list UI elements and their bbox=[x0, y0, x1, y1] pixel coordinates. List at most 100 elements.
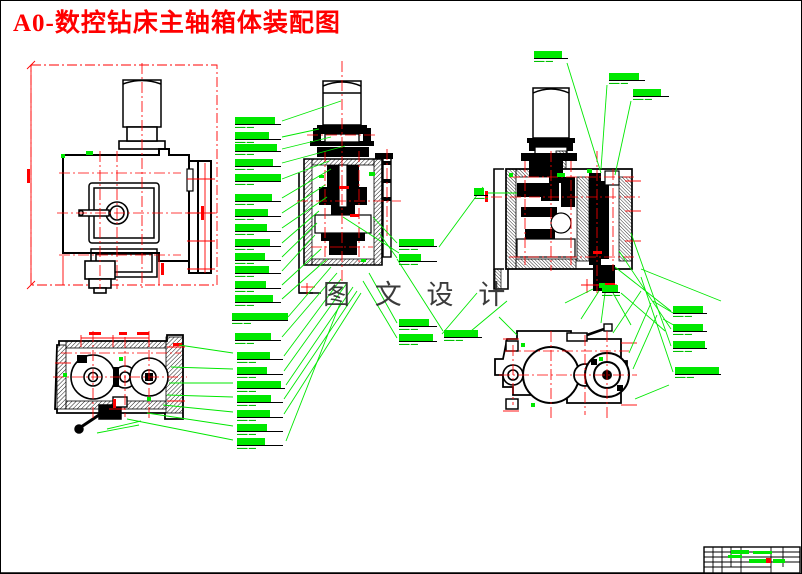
label-code-text: ▬▬▬–▬▬ bbox=[534, 59, 553, 63]
label-redaction-block bbox=[235, 132, 269, 139]
housing-plan-view bbox=[494, 290, 670, 419]
label-underline bbox=[534, 58, 568, 59]
label-code-text: ▬▬▬–▬▬ bbox=[235, 232, 254, 236]
part-callout-label: ▬▬▬–▬▬ bbox=[237, 395, 283, 407]
label-redaction-block bbox=[235, 295, 273, 302]
label-underline bbox=[232, 320, 288, 321]
label-code-text: ▬▬▬–▬▬ bbox=[232, 321, 251, 325]
label-redaction-block bbox=[534, 51, 562, 58]
label-underline bbox=[444, 337, 482, 338]
label-underline bbox=[235, 302, 281, 303]
label-code-text: ▬▬▬–▬▬ bbox=[675, 375, 694, 379]
part-callout-label: ▬▬▬–▬▬ bbox=[235, 224, 281, 236]
label-redaction-block bbox=[609, 73, 639, 80]
label-underline bbox=[235, 166, 281, 167]
label-underline bbox=[237, 359, 283, 360]
label-redaction-block bbox=[235, 333, 271, 340]
label-redaction-block bbox=[235, 209, 268, 216]
label-code-text: ▬▬▬–▬▬ bbox=[474, 196, 488, 200]
label-underline bbox=[235, 139, 281, 140]
front-outline-view bbox=[26, 60, 218, 294]
title-block-redaction bbox=[753, 551, 772, 554]
part-callout-label: ▬▬▬–▬▬ bbox=[673, 341, 707, 353]
label-code-text: ▬▬▬–▬▬ bbox=[399, 342, 418, 346]
part-callout-label: ▬▬▬–▬▬ bbox=[235, 209, 281, 221]
label-underline bbox=[235, 340, 281, 341]
label-redaction-block bbox=[232, 313, 288, 320]
title-block-red-mark bbox=[766, 558, 771, 563]
label-underline bbox=[235, 124, 281, 125]
label-code-text: ▬▬▬–▬▬ bbox=[235, 202, 254, 206]
label-code-text: ▬▬▬–▬▬ bbox=[235, 289, 254, 293]
label-redaction-block bbox=[399, 319, 429, 326]
part-callout-label: ▬▬▬–▬▬ bbox=[235, 159, 281, 171]
label-redaction-block bbox=[399, 254, 421, 261]
label-redaction-block bbox=[474, 188, 484, 195]
label-redaction-block bbox=[235, 194, 272, 201]
title-block-redaction bbox=[728, 555, 742, 558]
label-code-text: ▬▬▬–▬▬ bbox=[237, 360, 256, 364]
part-callout-label: ▬▬▬–▬▬ bbox=[235, 333, 281, 345]
label-underline bbox=[235, 231, 281, 232]
part-callout-label: ▬▬▬–▬▬ bbox=[675, 367, 721, 379]
drawing-title: A0-数控钻床主轴箱体装配图 bbox=[13, 10, 341, 37]
label-redaction-block bbox=[237, 410, 270, 417]
part-callout-label: ▬▬▬–▬▬ bbox=[237, 410, 283, 422]
label-redaction-block bbox=[673, 324, 703, 331]
label-redaction-block bbox=[602, 285, 618, 292]
label-code-text: ▬▬▬–▬▬ bbox=[237, 418, 256, 422]
label-code-text: ▬▬▬–▬▬ bbox=[673, 332, 692, 336]
label-code-text: ▬▬▬–▬▬ bbox=[235, 182, 254, 186]
drawing-title-block bbox=[704, 547, 800, 573]
part-callout-label: ▬▬▬–▬▬ bbox=[237, 367, 283, 379]
label-redaction-block bbox=[237, 438, 265, 445]
part-callout-label: ▬▬▬–▬▬ bbox=[602, 285, 620, 297]
label-redaction-block bbox=[237, 352, 270, 359]
label-code-text: ▬▬▬–▬▬ bbox=[235, 261, 254, 265]
label-underline bbox=[399, 341, 437, 342]
label-code-text: ▬▬▬–▬▬ bbox=[235, 140, 254, 144]
label-redaction-block bbox=[675, 367, 719, 374]
part-callout-label: ▬▬▬–▬▬ bbox=[399, 239, 437, 251]
label-underline bbox=[237, 417, 283, 418]
label-redaction-block bbox=[235, 239, 270, 246]
label-code-text: ▬▬▬–▬▬ bbox=[673, 349, 692, 353]
label-code-text: ▬▬▬–▬▬ bbox=[237, 389, 256, 393]
label-code-text: ▬▬▬–▬▬ bbox=[399, 247, 418, 251]
part-callout-label: ▬▬▬–▬▬ bbox=[237, 381, 285, 393]
label-code-text: ▬▬▬–▬▬ bbox=[235, 217, 254, 221]
label-code-text: ▬▬▬–▬▬ bbox=[399, 327, 418, 331]
part-callout-label: ▬▬▬–▬▬ bbox=[235, 239, 281, 251]
label-underline bbox=[235, 288, 281, 289]
title-block-grid bbox=[1, 546, 801, 573]
label-underline bbox=[235, 246, 281, 247]
right-detail-section-view bbox=[485, 62, 674, 373]
part-callout-label: ▬▬▬–▬▬ bbox=[399, 254, 437, 266]
part-callout-label: ▬▬▬–▬▬ bbox=[399, 334, 437, 346]
label-code-text: ▬▬▬–▬▬ bbox=[633, 97, 652, 101]
label-code-text: ▬▬▬–▬▬ bbox=[602, 293, 620, 297]
label-redaction-block bbox=[673, 341, 705, 348]
part-callout-label: ▬▬▬–▬▬ bbox=[235, 266, 281, 278]
gear-train-section-view bbox=[53, 331, 234, 441]
label-redaction-block bbox=[235, 253, 265, 260]
label-redaction-block bbox=[673, 306, 703, 313]
label-underline bbox=[235, 201, 281, 202]
label-redaction-block bbox=[237, 367, 267, 374]
label-underline bbox=[675, 374, 721, 375]
part-callout-label: ▬▬▬–▬▬ bbox=[235, 132, 281, 144]
label-code-text: ▬▬▬–▬▬ bbox=[235, 274, 254, 278]
label-redaction-block bbox=[235, 159, 273, 166]
label-underline bbox=[399, 246, 437, 247]
label-redaction-block bbox=[235, 117, 275, 124]
label-redaction-block bbox=[444, 330, 478, 337]
label-underline bbox=[399, 326, 437, 327]
label-underline bbox=[633, 96, 669, 97]
watermark-text: 图 文 设 计 bbox=[323, 280, 515, 310]
part-callout-label: ▬▬▬–▬▬ bbox=[235, 281, 281, 293]
part-callout-label: ▬▬▬–▬▬ bbox=[534, 51, 568, 63]
part-callout-label: ▬▬▬–▬▬ bbox=[232, 313, 288, 325]
label-code-text: ▬▬▬–▬▬ bbox=[235, 152, 254, 156]
